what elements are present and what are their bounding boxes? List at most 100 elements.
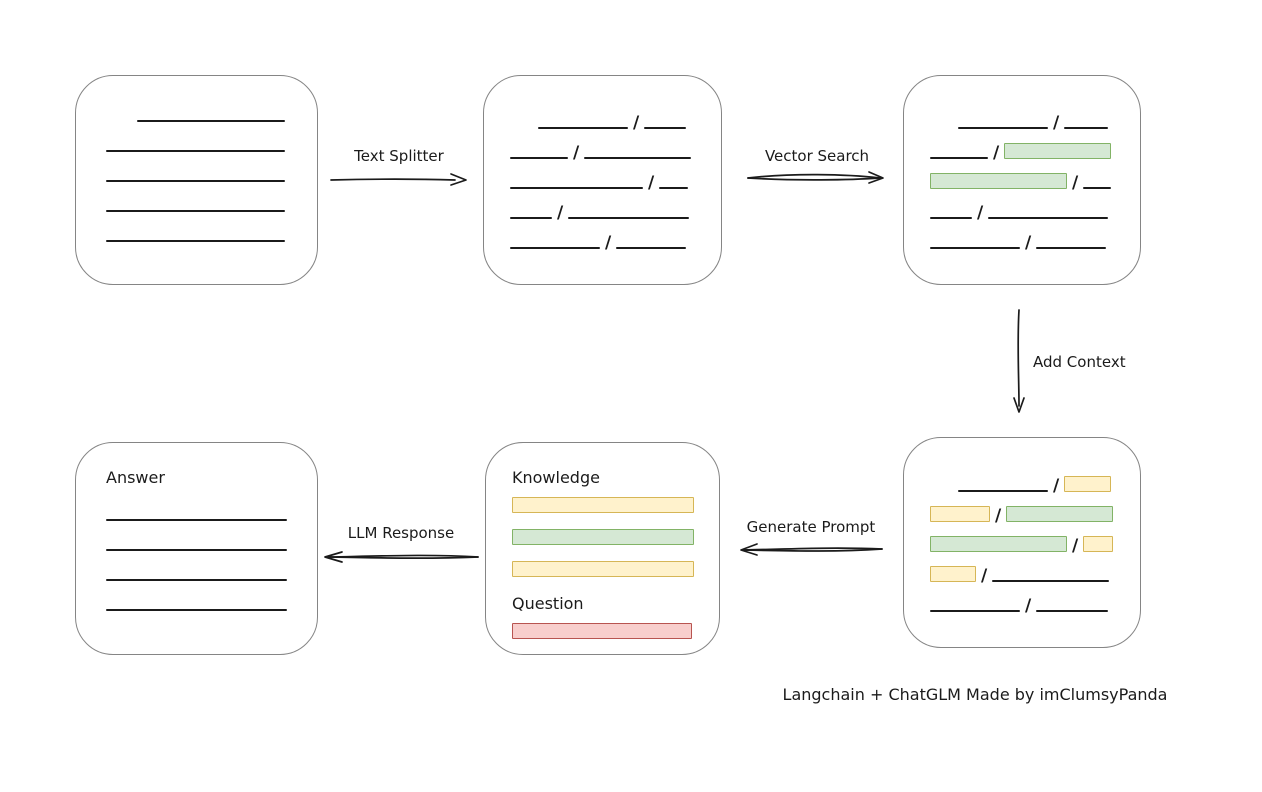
text-line: [958, 490, 1048, 492]
text-line: [106, 609, 287, 611]
box-row: /: [510, 99, 715, 133]
text-line: [988, 217, 1109, 219]
chunk-separator: /: [573, 143, 580, 163]
chunk-separator: /: [981, 566, 988, 586]
text-line: [1036, 610, 1109, 612]
answer-lines: [106, 491, 309, 611]
chunk-separator: /: [993, 143, 1000, 163]
indent-gap: [930, 491, 958, 492]
box-row: [106, 92, 309, 122]
box-row: [512, 623, 713, 655]
box-row: /: [510, 219, 715, 253]
add-context-label: Add Context: [1033, 353, 1126, 371]
box-row: /: [930, 522, 1134, 556]
box-row: [512, 561, 713, 593]
text-line: [1083, 187, 1112, 189]
box-row: [106, 581, 309, 611]
chunk-separator: /: [1025, 233, 1032, 253]
indent-gap: [106, 121, 137, 122]
chunk-separator: /: [1072, 173, 1079, 193]
text-line: [510, 217, 552, 219]
box-row: /: [930, 159, 1134, 193]
box-row: [512, 497, 713, 529]
answer-box: Answer: [75, 442, 318, 655]
vector-match-box: / / / / /: [903, 75, 1141, 285]
box-row: /: [930, 492, 1134, 526]
yellow-chunk: [512, 561, 694, 577]
yellow-chunk: [930, 566, 976, 582]
text-line: [930, 247, 1020, 249]
box-row: [106, 182, 309, 212]
chunk-separator: /: [648, 173, 655, 193]
chunk-separator: /: [605, 233, 612, 253]
chunk-separator: /: [557, 203, 564, 223]
knowledge-bars: [512, 489, 713, 593]
text-splitter-label: Text Splitter: [354, 147, 444, 165]
green-chunk: [930, 536, 1067, 552]
text-line: [644, 127, 687, 129]
text-line: [616, 247, 687, 249]
chunk-lines: / / / / /: [510, 99, 715, 253]
text-line: [106, 180, 285, 182]
box-row: [106, 122, 309, 152]
box-row: /: [930, 99, 1134, 132]
text-line: [958, 127, 1048, 129]
split-chunks-box: / / / / /: [483, 75, 722, 285]
chunk-separator: /: [977, 203, 984, 223]
text-line: [930, 217, 972, 219]
question-heading: Question: [512, 594, 584, 613]
green-chunk: [1006, 506, 1114, 522]
box-row: [512, 529, 713, 561]
text-line: [106, 150, 285, 152]
add-context-arrow-icon: [1013, 309, 1025, 413]
question-bar: [512, 615, 713, 655]
text-line: [992, 580, 1110, 582]
answer-heading: Answer: [106, 468, 165, 487]
text-line: [538, 127, 628, 129]
chunk-separator: /: [1053, 476, 1060, 496]
box-row: [106, 212, 309, 242]
text-line: [568, 217, 690, 219]
text-line: [106, 519, 287, 521]
text-line: [659, 187, 689, 189]
chunk-separator: /: [633, 113, 640, 133]
chunk-separator: /: [995, 506, 1002, 526]
green-chunk: [1004, 143, 1112, 159]
text-line: [584, 157, 692, 159]
text-line: [106, 210, 285, 212]
box-row: /: [930, 462, 1134, 496]
indent-gap: [510, 128, 538, 129]
diagram-caption: Langchain + ChatGLM Made by imClumsyPand…: [782, 685, 1168, 704]
source-document-box: [75, 75, 318, 285]
text-line: [1064, 127, 1109, 129]
yellow-chunk: [1064, 476, 1112, 492]
llm-response-arrow-icon: [324, 551, 479, 563]
context-chunks-box: / / / / /: [903, 437, 1141, 648]
text-line: [510, 157, 568, 159]
text-line: [510, 187, 643, 189]
chunk-separator: /: [1025, 596, 1032, 616]
box-row: /: [930, 582, 1134, 616]
llm-response-label: LLM Response: [347, 524, 455, 542]
text-line: [930, 610, 1020, 612]
box-row: [106, 551, 309, 581]
box-row: [106, 152, 309, 182]
box-row: /: [930, 219, 1134, 253]
prompt-box: Knowledge Question: [485, 442, 720, 655]
box-row: /: [930, 189, 1134, 223]
generate-prompt-arrow-icon: [740, 543, 883, 556]
box-row: /: [510, 159, 715, 193]
green-chunk: [512, 529, 694, 545]
chunk-separator: /: [1072, 536, 1079, 556]
green-chunk: [930, 173, 1067, 189]
text-line: [106, 579, 287, 581]
indent-gap: [930, 128, 958, 129]
text-splitter-arrow-icon: [330, 173, 467, 186]
yellow-chunk: [1083, 536, 1114, 552]
document-lines: [106, 92, 309, 242]
text-line: [930, 157, 988, 159]
box-row: [106, 491, 309, 521]
yellow-chunk: [930, 506, 990, 522]
text-line: [510, 247, 600, 249]
text-line: [106, 240, 285, 242]
